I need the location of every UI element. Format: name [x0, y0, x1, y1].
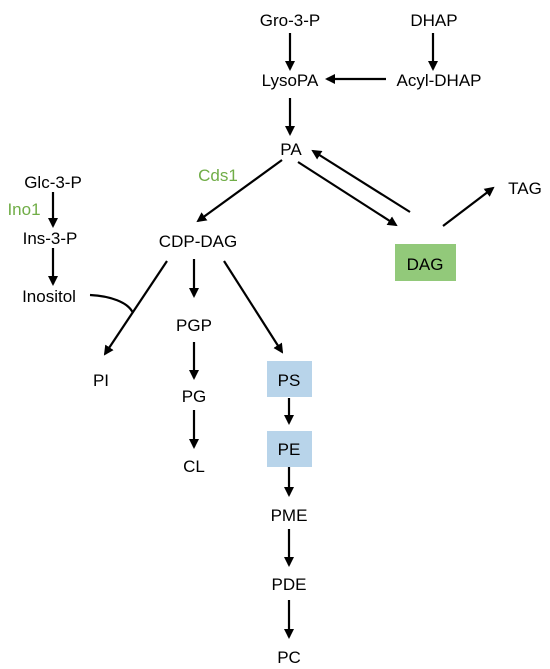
metabolite-cl: CL: [183, 457, 205, 476]
arrow-cdpdag-to-ps: [223, 260, 284, 354]
enzyme-ino1: Ino1: [7, 200, 40, 219]
enzyme-cds1: Cds1: [198, 166, 238, 185]
arrow-cdpdag-to-pi: [103, 260, 168, 356]
metabolite-ins3p: Ins-3-P: [23, 229, 78, 248]
metabolite-pe: PE: [278, 440, 301, 459]
metabolite-pgp: PGP: [176, 316, 212, 335]
metabolite-dag: DAG: [407, 255, 444, 274]
dag-highlight-box: [395, 244, 456, 281]
metabolite-dhap: DHAP: [410, 11, 457, 30]
ps-highlight-box: [267, 361, 312, 397]
metabolite-tag: TAG: [508, 179, 542, 198]
metabolite-pc: PC: [277, 648, 301, 667]
metabolite-ps: PS: [278, 371, 301, 390]
metabolite-inositol: Inositol: [22, 287, 76, 306]
metabolite-pme: PME: [271, 506, 308, 525]
metabolite-acyldhap: Acyl-DHAP: [396, 71, 481, 90]
metabolite-lysopa: LysoPA: [262, 71, 319, 90]
arrow-pa-to-cdpdag: [196, 159, 283, 223]
metabolite-pg: PG: [182, 387, 207, 406]
metabolite-pa: PA: [280, 140, 302, 159]
metabolite-gro3p: Gro-3-P: [260, 11, 320, 30]
metabolite-pde: PDE: [272, 575, 307, 594]
metabolite-glc3p: Glc-3-P: [24, 173, 82, 192]
pe-highlight-box: [267, 431, 312, 467]
arrow-dag-to-tag: [442, 186, 495, 227]
metabolite-cdpdag: CDP-DAG: [159, 232, 237, 251]
arrow-dag-to-pa: [311, 149, 411, 213]
curve-inositol-joining: [89, 293, 135, 314]
metabolite-pi: PI: [93, 371, 109, 390]
arrow-pa-to-dag: [297, 161, 398, 227]
